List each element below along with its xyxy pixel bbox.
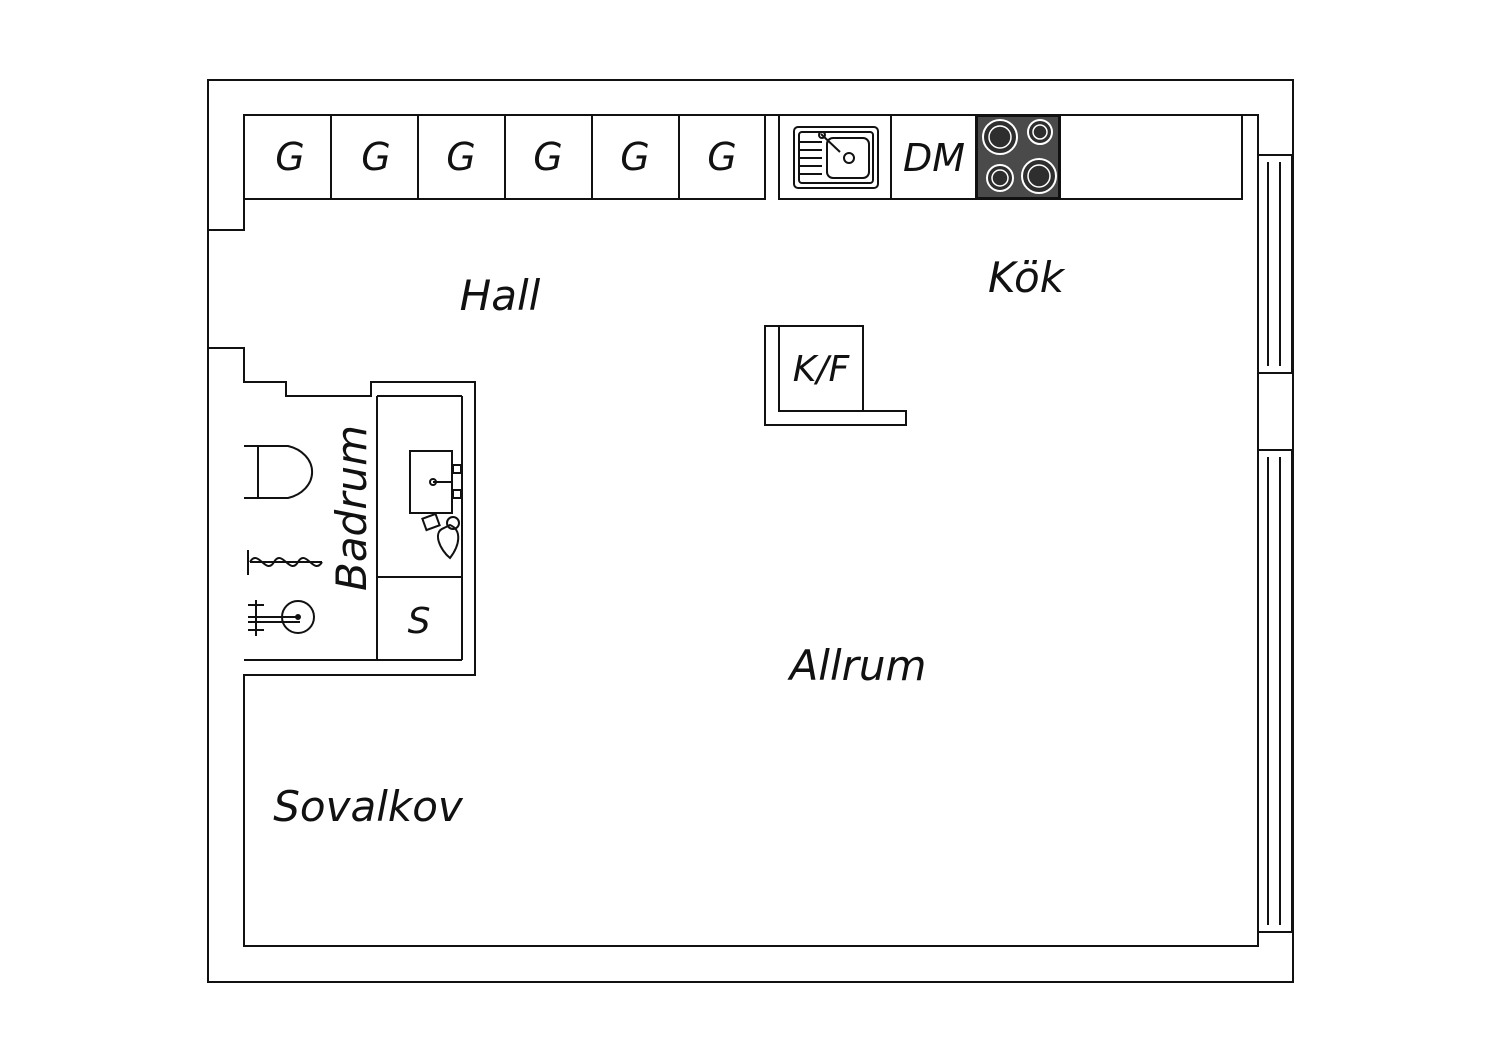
room-label-hall: Hall [460,271,541,320]
exterior-walls [207,79,1294,983]
fridge-freezer [764,325,907,426]
stove-icon [976,115,1060,199]
fridge-freezer-label: K/F [793,349,851,390]
room-label-sovalkov: Sovalkov [273,782,464,831]
kitchen-cabinets [243,114,766,200]
shower-label: S [408,601,431,642]
room-label-allrum: Allrum [787,641,927,690]
bathroom-partition [244,395,463,661]
cabinet-label-3: G [446,135,475,179]
cabinet-label-2: G [361,135,390,179]
cabinet-label-4: G [533,135,562,179]
window-upper [1257,154,1293,374]
washing-machine-tap-icon [421,512,460,560]
dishwasher-label: DM [903,136,965,180]
cabinet-label-5: G [620,135,649,179]
room-label-kok: Kök [988,253,1066,302]
towel-radiator-icon [247,550,323,575]
washbasin-icon [409,450,462,514]
shower-mixer-icon [248,600,315,636]
sink-icon [793,126,879,189]
room-label-badrum: Badrum [327,425,376,591]
toilet-icon [244,445,314,499]
window-lower [1257,449,1293,933]
cabinet-label-1: G [275,135,304,179]
cabinet-label-6: G [707,135,736,179]
